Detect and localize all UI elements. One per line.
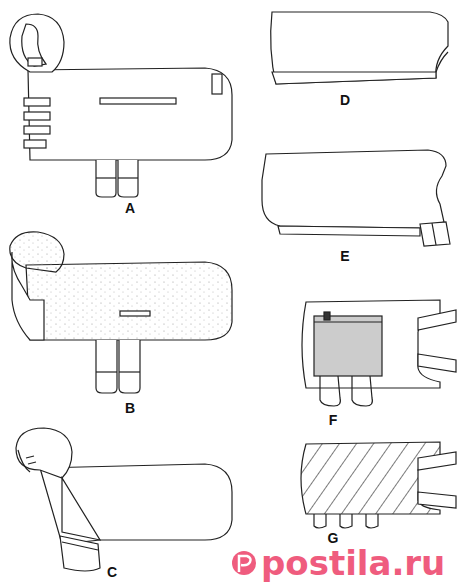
figure-letter: A [125,200,135,216]
coat-b [10,232,232,393]
figure-letter: F [329,412,338,428]
figure-letter: E [340,248,349,264]
watermark: postila.ru [261,543,445,583]
coat-a [10,14,232,197]
coat-e [262,150,450,246]
figure-letter: B [125,400,135,416]
coat-f [302,300,456,406]
figure-letter: D [340,92,350,108]
watermark-logo [232,551,256,575]
figure-letter: C [107,564,117,580]
coat-d [271,12,448,84]
coat-c [16,428,232,571]
coat-g [301,442,456,528]
